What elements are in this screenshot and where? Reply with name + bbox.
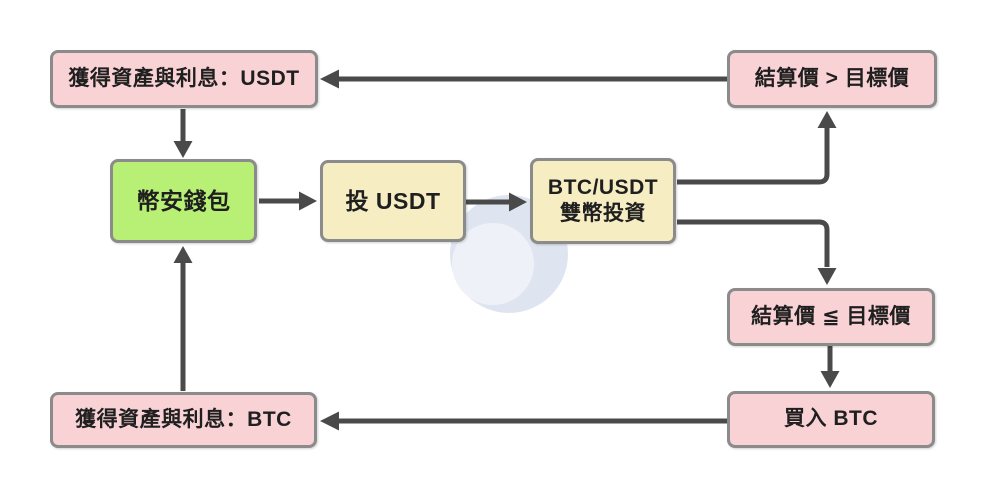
node-usdt-interest: 獲得資產與利息：USDT — [50, 50, 318, 108]
node-invest-usdt-label: 投 USDT — [345, 187, 441, 214]
arrow-settle-gt-to-usdt-interest — [320, 69, 727, 89]
node-buy-btc-label: 買入 BTC — [784, 407, 878, 431]
watermark-d-logo-inner — [452, 223, 534, 305]
node-dual-investment-line1: BTC/USDT — [547, 175, 659, 199]
node-invest-usdt: 投 USDT — [320, 160, 466, 242]
node-buy-btc: 買入 BTC — [727, 391, 935, 448]
node-btc-interest-label: 獲得資產與利息：BTC — [75, 407, 292, 431]
arrow-invest-to-dual — [466, 192, 527, 212]
node-settle-le-target-label: 結算價 ≦ 目標價 — [751, 304, 911, 328]
node-btc-interest: 獲得資產與利息：BTC — [50, 392, 317, 448]
node-dual-investment-line2: 雙幣投資 — [560, 202, 646, 225]
node-settle-le-target: 結算價 ≦ 目標價 — [727, 288, 935, 346]
arrow-btc-interest-to-wallet — [173, 246, 193, 391]
node-usdt-interest-label: 獲得資產與利息：USDT — [68, 66, 300, 90]
node-binance-wallet-label: 幣安錢包 — [136, 187, 231, 214]
arrow-usdt-interest-to-wallet — [173, 109, 193, 158]
node-binance-wallet: 幣安錢包 — [110, 159, 257, 243]
arrow-wallet-to-invest — [259, 191, 317, 211]
node-dual-investment: BTC/USDT 雙幣投資 — [530, 158, 676, 244]
node-settle-gt-target: 結算價 > 目標價 — [727, 50, 937, 108]
arrow-buy-to-btc-interest — [320, 411, 727, 431]
arrow-settle-le-to-buy — [820, 346, 840, 388]
arrow-dual-to-settle-le — [677, 219, 837, 285]
node-settle-gt-target-label: 結算價 > 目標價 — [754, 66, 910, 90]
arrow-dual-to-settle-gt — [677, 111, 837, 185]
